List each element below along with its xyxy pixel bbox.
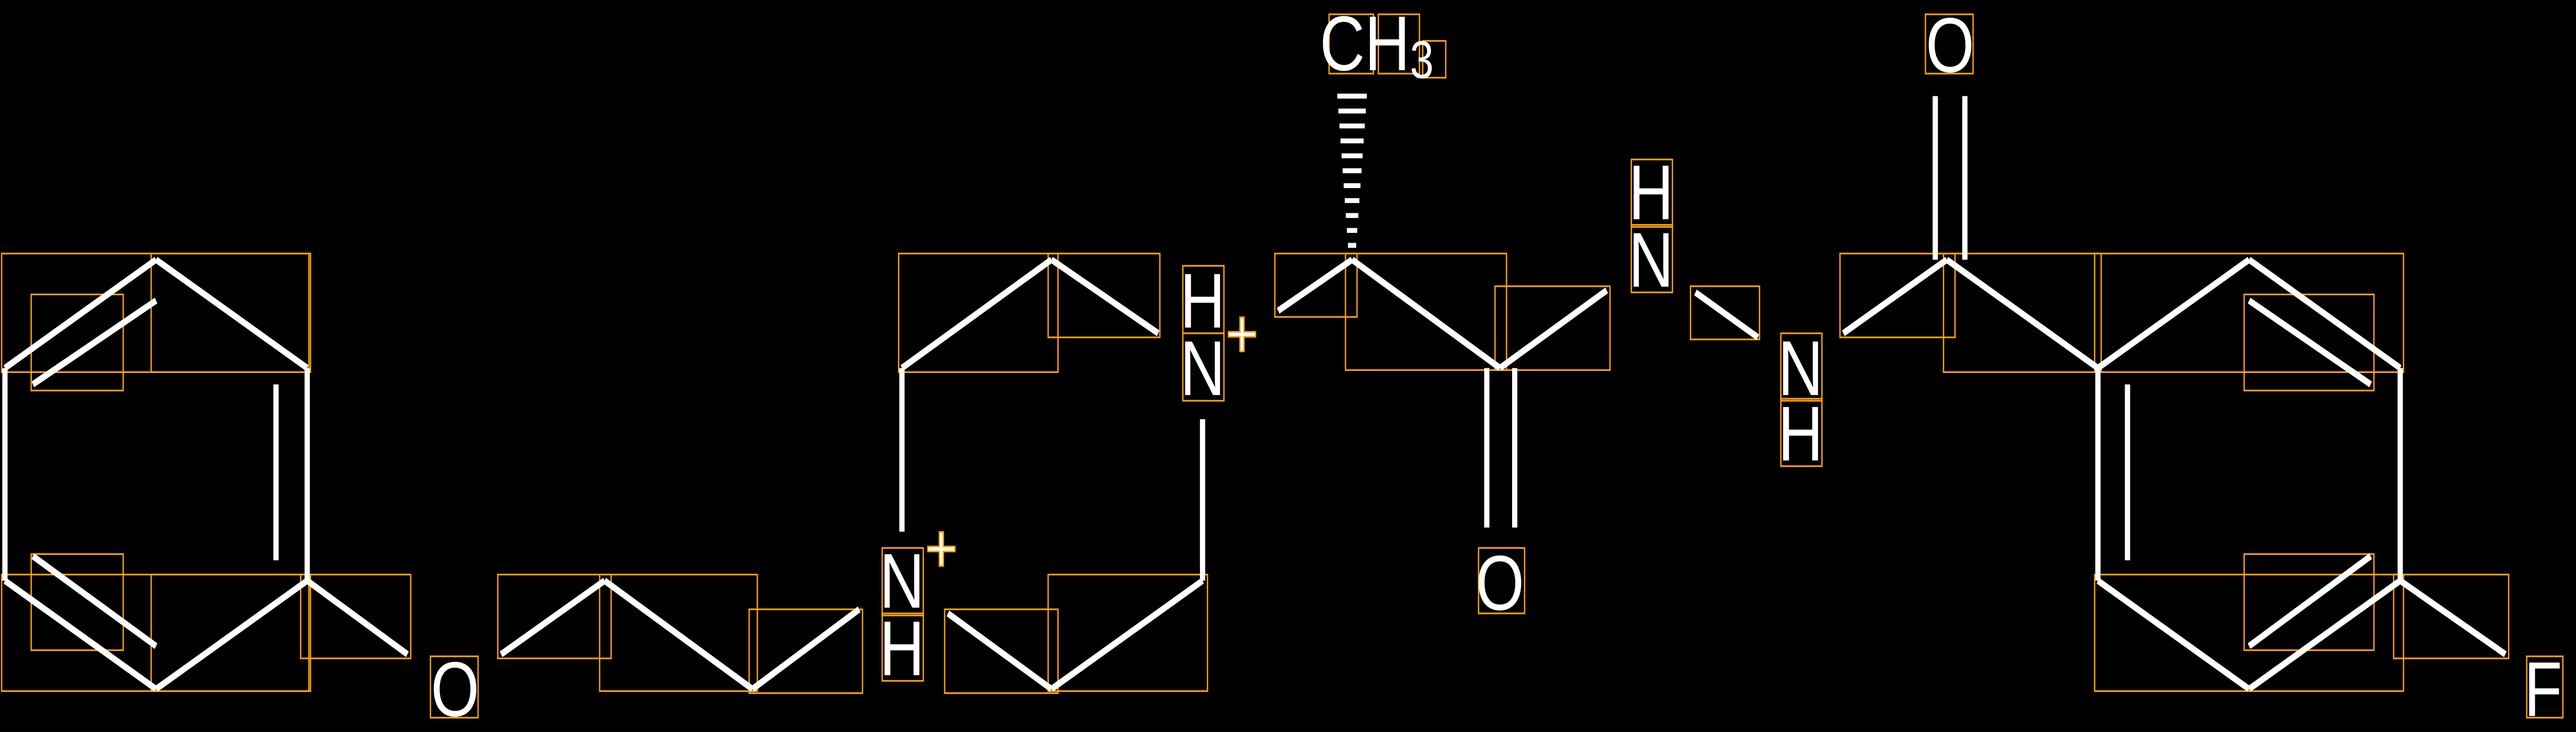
bounding-box bbox=[1345, 252, 1507, 371]
bounding-box bbox=[2094, 573, 2404, 692]
bounding-box bbox=[1494, 285, 1611, 371]
bond-line bbox=[155, 257, 309, 371]
hashed-wedge-bond bbox=[1337, 93, 1367, 248]
bond-line bbox=[31, 553, 158, 649]
bounding-box bbox=[882, 612, 924, 682]
bond-line bbox=[155, 577, 309, 692]
methyl-ch: CH bbox=[1320, 0, 1410, 87]
bond-line bbox=[500, 577, 606, 657]
bounding-box bbox=[1422, 40, 1447, 79]
atom-o-amide-2: O bbox=[1926, 2, 1974, 89]
bounding-box bbox=[1047, 573, 1209, 692]
atom-h-piperidine-top: H bbox=[1180, 257, 1225, 344]
bond-line bbox=[2247, 297, 2372, 387]
bounding-box bbox=[897, 252, 1059, 373]
bond-line bbox=[306, 577, 409, 657]
bond-line bbox=[1050, 257, 1160, 336]
bond-line bbox=[1350, 257, 1501, 371]
atom-n-piperidine-top: N bbox=[1180, 325, 1225, 412]
bounding-box bbox=[1378, 13, 1420, 75]
bounding-box bbox=[1689, 285, 1760, 341]
bond-line bbox=[2096, 257, 2250, 371]
bounding-box bbox=[1943, 252, 2102, 373]
bounding-box bbox=[1274, 252, 1358, 318]
bounding-box bbox=[1780, 332, 1823, 402]
atom-n-piperidine-bottom: N bbox=[879, 537, 925, 624]
bond-line bbox=[901, 257, 1053, 371]
bounding-box bbox=[1, 252, 311, 373]
charge-plus-top: + bbox=[1226, 294, 1258, 372]
bounding-box bbox=[748, 608, 863, 694]
bond-line bbox=[1498, 287, 1608, 371]
atom-fluorine: F bbox=[2524, 645, 2562, 732]
bond-line bbox=[2399, 577, 2507, 657]
bond-line bbox=[1277, 257, 1353, 314]
bond-line bbox=[2247, 577, 2402, 692]
bounding-box bbox=[2526, 655, 2564, 719]
bounding-box bbox=[497, 573, 612, 659]
bond-line bbox=[1945, 257, 2099, 371]
atom-h-hydrazide-1: H bbox=[1629, 149, 1674, 236]
atom-o-ether: O bbox=[431, 645, 479, 732]
bond-line bbox=[946, 610, 1053, 692]
bounding-box bbox=[1478, 547, 1526, 615]
atom-h-piperidine-bottom: H bbox=[879, 605, 925, 692]
bounding-boxes bbox=[1, 13, 2564, 719]
bounding-box bbox=[430, 655, 479, 719]
bounding-box bbox=[150, 252, 310, 373]
bounding-box bbox=[882, 547, 924, 617]
atom-n-hydrazide-1: N bbox=[1629, 216, 1674, 303]
bond-line bbox=[2247, 553, 2372, 649]
bounding-box bbox=[1839, 252, 1956, 338]
atom-h-hydrazide-2: H bbox=[1778, 390, 1823, 477]
atom-o-amide-1: O bbox=[1476, 539, 1524, 626]
bounding-box bbox=[1047, 252, 1161, 338]
bounding-box bbox=[1328, 13, 1375, 75]
bounding-box bbox=[1780, 398, 1823, 467]
charge-plus-bottom: + bbox=[925, 509, 958, 587]
bond-line bbox=[2096, 577, 2250, 692]
bounding-box bbox=[944, 608, 1059, 694]
bounding-box bbox=[1, 573, 311, 692]
bounding-box bbox=[2243, 293, 2375, 391]
bounding-box bbox=[1182, 332, 1225, 402]
bounding-box bbox=[2094, 252, 2404, 373]
bounding-box bbox=[1631, 224, 1673, 294]
bond-line bbox=[2247, 257, 2402, 371]
bounding-box bbox=[30, 293, 124, 391]
bond-line bbox=[1694, 290, 1759, 341]
bounding-box bbox=[150, 573, 310, 692]
bounding-box bbox=[300, 573, 412, 659]
methyl-subscript: 3 bbox=[1410, 29, 1434, 89]
atom-n-hydrazide-2: N bbox=[1778, 325, 1823, 412]
bond-line bbox=[1050, 577, 1204, 692]
bond-line bbox=[31, 297, 158, 387]
bonds bbox=[2, 96, 2507, 692]
bounding-box bbox=[1631, 159, 1673, 228]
bond-line bbox=[4, 257, 158, 371]
bond-line bbox=[4, 577, 158, 692]
bond-line bbox=[603, 577, 754, 692]
bond-line bbox=[1842, 257, 1948, 336]
bounding-box bbox=[1924, 13, 1974, 75]
bounding-box bbox=[2393, 573, 2510, 659]
bond-line bbox=[751, 606, 861, 692]
atom-methyl: CH3 bbox=[1320, 0, 1434, 89]
bounding-box bbox=[599, 573, 758, 692]
